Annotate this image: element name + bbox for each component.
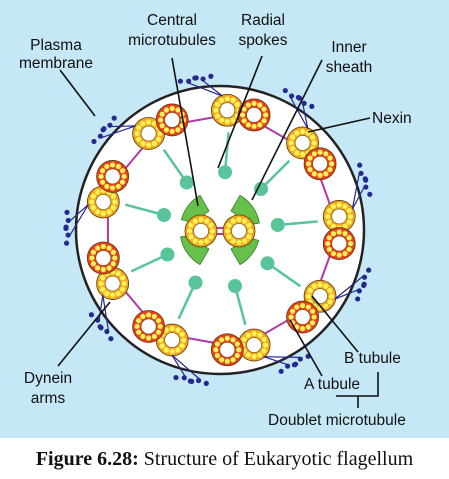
b-tubule [303,147,337,181]
a-tubule [132,117,166,150]
central-microtubules-leader [171,57,199,207]
b-tubule [132,310,166,343]
a-tubule [322,200,356,233]
plasma-membrane-leader [59,69,96,117]
b-tubule [210,333,244,367]
figure-caption: Figure 6.28: Structure of Eukaryotic fla… [0,440,449,479]
spoke-head [270,217,285,232]
spoke-head [160,247,175,262]
doublet-microtubule [322,162,373,260]
a-tubule [96,267,130,300]
a-tubule [210,93,244,127]
spoke-head [156,207,171,222]
central-microtubule [184,214,218,248]
a-tubule-leader [289,319,323,377]
doublet-microtubule [210,328,311,374]
b-tubule [96,160,130,193]
b-tubule [322,227,356,260]
figure-number: Figure 6.28: [35,448,139,470]
doublet-microtubule [86,241,130,342]
spoke-head [228,279,243,294]
dynein-arm [91,115,136,145]
dynein-arms-leader [57,301,111,367]
doublet-microtubule [63,160,130,246]
b-tubule [155,103,189,137]
a-tubule [237,328,271,362]
inner-sheath-leader [251,59,323,201]
spoke-head [260,256,275,271]
doublet-microtubule-label: Doublet microtubule [268,412,406,429]
radial-spokes-leader [217,55,263,169]
spoke-head [254,181,269,196]
doublet-microtubule [282,87,337,181]
doublet-microtubule [132,310,209,386]
b-tubule [237,98,271,132]
doublet-microtubule [177,73,271,132]
spoke-head [218,165,233,180]
b-tubule-label: B tubule [344,350,401,367]
b-tubule-leader [311,295,359,353]
dynein-arm [177,73,223,97]
dynein-arm [282,87,315,130]
nexin-leader [307,117,371,133]
figure-title: Structure of Eukaryotic flagellum [143,448,414,470]
dynein-arm [334,267,372,302]
doublet-bracket [336,372,379,408]
spoke-head [179,175,194,190]
a-tubule [86,185,120,219]
b-tubule [286,300,320,334]
dynein-arm [351,162,373,210]
central-microtubule [222,214,256,248]
doublet-microtubule [286,267,372,334]
dynein-arm [263,353,311,374]
dynein-arm [171,354,209,386]
plasma-membrane [74,84,366,376]
spoke-head [188,275,203,290]
doublet-microtubule [91,103,189,150]
dynein-arm [63,203,89,246]
dynein-arm [88,294,114,342]
nexin-label: Nexin [372,110,412,127]
a-tubule-label: A tubule [304,376,360,393]
b-tubule [86,241,120,275]
